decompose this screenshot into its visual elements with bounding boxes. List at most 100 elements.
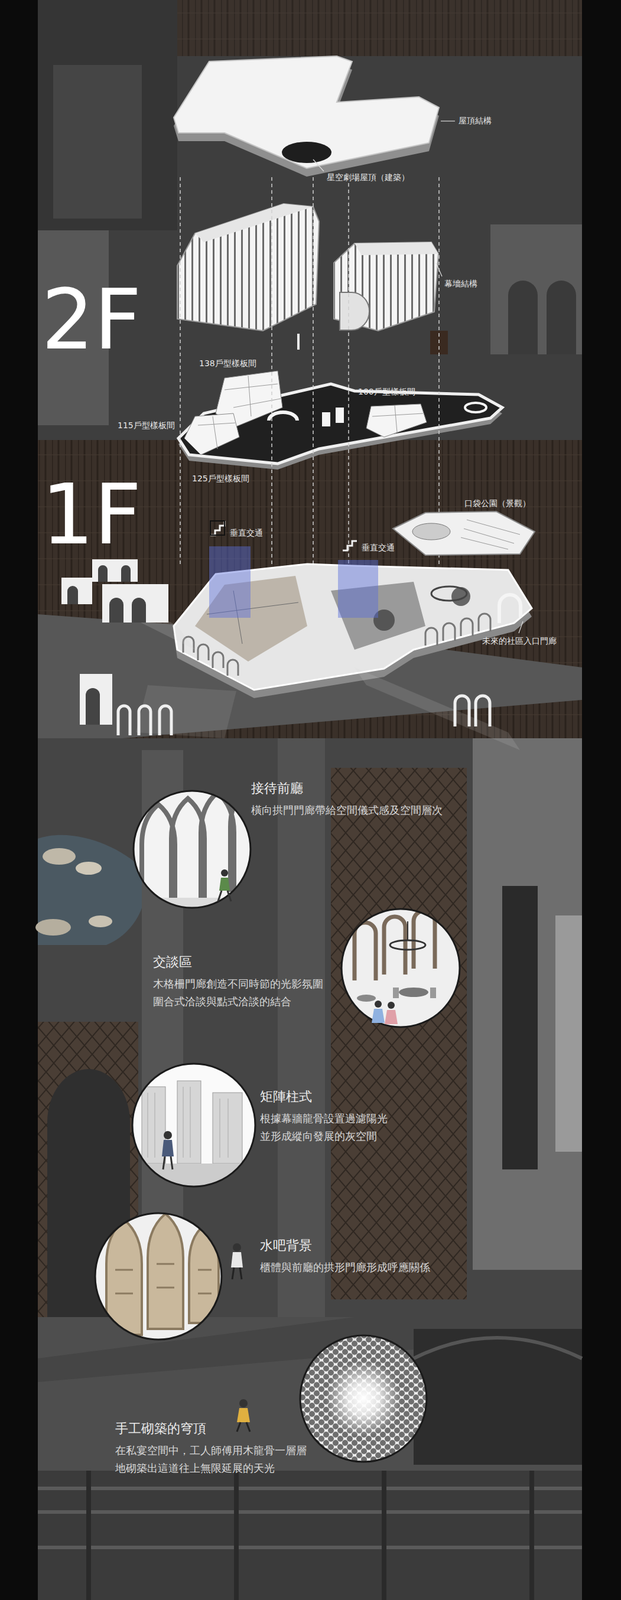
vertical-circulation [337,560,379,619]
callout-lounge [407,921,409,941]
floor-label: 1F [41,473,142,557]
callout-dome [300,1335,427,1463]
callout-reception [129,785,264,922]
background [42,848,76,866]
background [37,1317,583,1478]
arch-panel [79,674,113,725]
callout-heading: 交談區 [153,953,334,972]
arch-panel [98,565,131,583]
curtain-wall [297,333,300,350]
curtain-wall [194,203,314,243]
part-label: 口袋公園（景觀） [464,498,531,509]
arch-panel [67,586,78,605]
part-label: 138戶型樣板間 [199,358,257,369]
leader-line [313,121,523,634]
floor-label: 2F [41,278,142,362]
callout-reception [219,878,230,892]
floor-model-1f [425,613,491,646]
dashed-guide [180,177,440,568]
callout-reception [129,785,264,922]
curtain-wall [177,203,448,355]
leader-line [518,621,523,634]
roof-structure [281,141,332,164]
callout-column-matrix [131,1063,257,1191]
background [88,1471,532,1600]
arch-panel [102,584,169,623]
curtain-wall [339,292,370,331]
callout-lounge [356,995,376,1003]
vertical-circulation [210,521,225,536]
person-figure [232,1267,242,1280]
arch-panel [92,559,138,583]
curtain-wall [354,242,439,256]
part-label: 幕墻結構 [444,278,478,289]
part-label: 垂直交通 [361,542,395,554]
callout-heading: 矩陣柱式 [259,1088,398,1107]
background [35,919,71,936]
person-figure [236,1408,250,1423]
pocket-park [460,519,520,550]
callout-description: 木格柵門廊創造不同時節的光影氛圍 圍合式洽談與點式洽談的結合 [153,975,334,1011]
background [330,768,467,1300]
arch-panel [354,667,520,751]
callout-lounge [398,987,429,998]
callout-column-matrix [163,1156,173,1170]
background [472,738,583,1271]
callout-reception [129,898,255,922]
part-label: 未來的社區入口門廊 [482,635,557,647]
floor-slab-2f [465,402,487,413]
callout-text: 矩陣柱式根據幕牆龍骨設置過濾陽光 並形成縱向發展的灰空間 [259,1088,398,1146]
callout-water-bar [106,1220,142,1336]
callout-description: 根據幕牆龍骨設置過濾陽光 並形成縱向發展的灰空間 [259,1110,398,1146]
background [53,64,142,219]
pocket-park [412,523,451,541]
callout-lounge [387,1002,395,1010]
callout-reception [133,791,251,909]
callout-column-matrix [161,1140,174,1157]
callout-water-bar [94,1211,225,1342]
part-label: 屋頂結構 [458,115,492,126]
callout-column-matrix [163,1131,172,1140]
callout-lounge [430,987,437,999]
callout-reception [141,787,264,910]
person-figure [232,1243,242,1253]
vertical-circulation [210,521,225,536]
curtain-wall [333,242,439,331]
floor-slab-2f [184,413,240,455]
callout-reception [220,869,229,877]
callout-water-bar [189,1226,219,1324]
person-figure [236,1422,250,1433]
background [88,915,113,928]
callout-description: 櫃體與前廳的拱形門廊形成呼應關係 [259,1259,461,1277]
callout-column-matrix [147,1087,229,1159]
floor-model-1f [499,595,521,624]
callout-lounge [384,1010,398,1025]
callout-text: 交談區木格柵門廊創造不同時節的光影氛圍 圍合式洽談與點式洽談的結合 [153,953,334,1011]
callout-dome [298,1334,429,1465]
callout-column-matrix [132,1064,256,1188]
vertical-circulation [209,521,379,619]
callout-lounge [371,1009,385,1024]
background [413,1329,583,1466]
part-label: 星空劇場屋頂（建築） [326,171,410,183]
part-label: 100戶型樣板間 [358,386,416,398]
vertical-circulation [342,541,357,551]
floor-slab-2f [335,407,344,424]
part-label: 125戶型樣板間 [192,473,250,484]
callout-water-bar [115,1264,212,1294]
callout-heading: 手工砌築的穹頂 [115,1420,313,1439]
background [37,0,178,231]
background [413,1338,583,1359]
background [555,915,583,1153]
arch-panel [61,559,520,751]
person-figure [231,1252,243,1268]
background [502,886,538,1170]
background [37,1488,583,1549]
background [177,0,583,57]
floor-model-1f [431,586,467,601]
callout-lounge [389,940,426,951]
